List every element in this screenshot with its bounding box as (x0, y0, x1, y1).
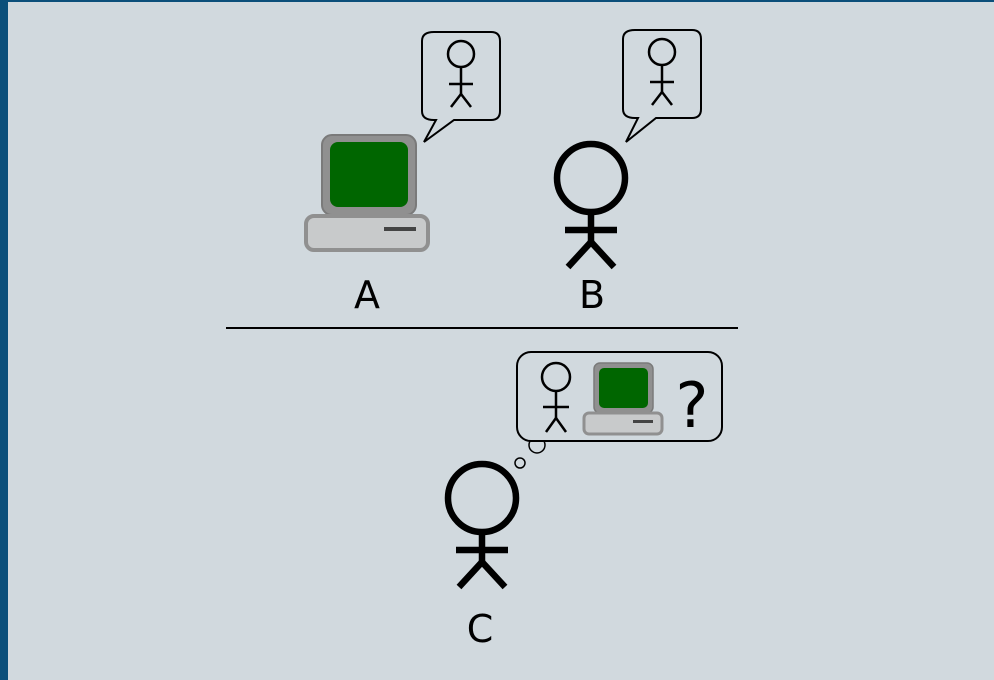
label-c: C (467, 607, 494, 651)
stick-figure-icon (553, 140, 629, 270)
label-b: B (579, 273, 605, 317)
stick-figure-icon (444, 460, 520, 590)
stick-figure-icon (540, 361, 572, 433)
participant-a: A (304, 31, 501, 317)
computer-icon (582, 362, 664, 436)
thought-bubble: ? (514, 351, 723, 469)
stick-figure-icon (446, 39, 476, 108)
participant-c: C ? (444, 351, 723, 651)
participant-b: B (553, 29, 702, 317)
computer-icon (304, 134, 430, 252)
speech-bubble-b (622, 29, 702, 143)
speech-bubble-a (421, 31, 501, 143)
turing-test-diagram: A B (226, 29, 738, 651)
thought-dot-small (514, 457, 526, 469)
stick-figure-icon (647, 37, 677, 106)
diagram-canvas: A B (8, 2, 994, 680)
question-mark: ? (676, 369, 709, 442)
label-a: A (354, 273, 380, 317)
